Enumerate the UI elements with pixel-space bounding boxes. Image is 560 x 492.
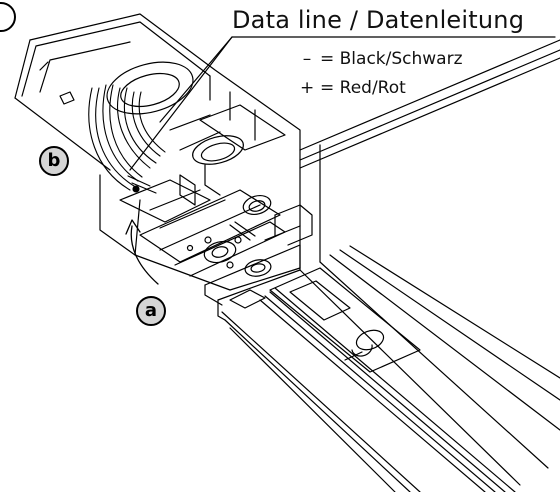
- cover-plate: [269, 267, 421, 373]
- data-line-title: Data line / Datenleitung: [232, 6, 525, 34]
- wire-bundle: [88, 84, 166, 194]
- adapter-housing: [14, 13, 313, 309]
- step-badge-b: b: [39, 146, 69, 176]
- fixtures: [39, 61, 272, 277]
- legend-negative-text: = Black/Schwarz: [320, 49, 463, 69]
- legend-positive-text: = Red/Rot: [320, 78, 406, 98]
- legend-negative: –= Black/Schwarz: [300, 49, 463, 69]
- legend-positive: += Red/Rot: [300, 78, 406, 98]
- legend-negative-symbol: –: [302, 49, 312, 69]
- arrow-a: [125, 219, 159, 285]
- legend-positive-symbol: +: [300, 78, 315, 98]
- step-badge-a: a: [136, 296, 166, 326]
- track-profile: [217, 39, 560, 492]
- data-line-leader: [129, 36, 556, 171]
